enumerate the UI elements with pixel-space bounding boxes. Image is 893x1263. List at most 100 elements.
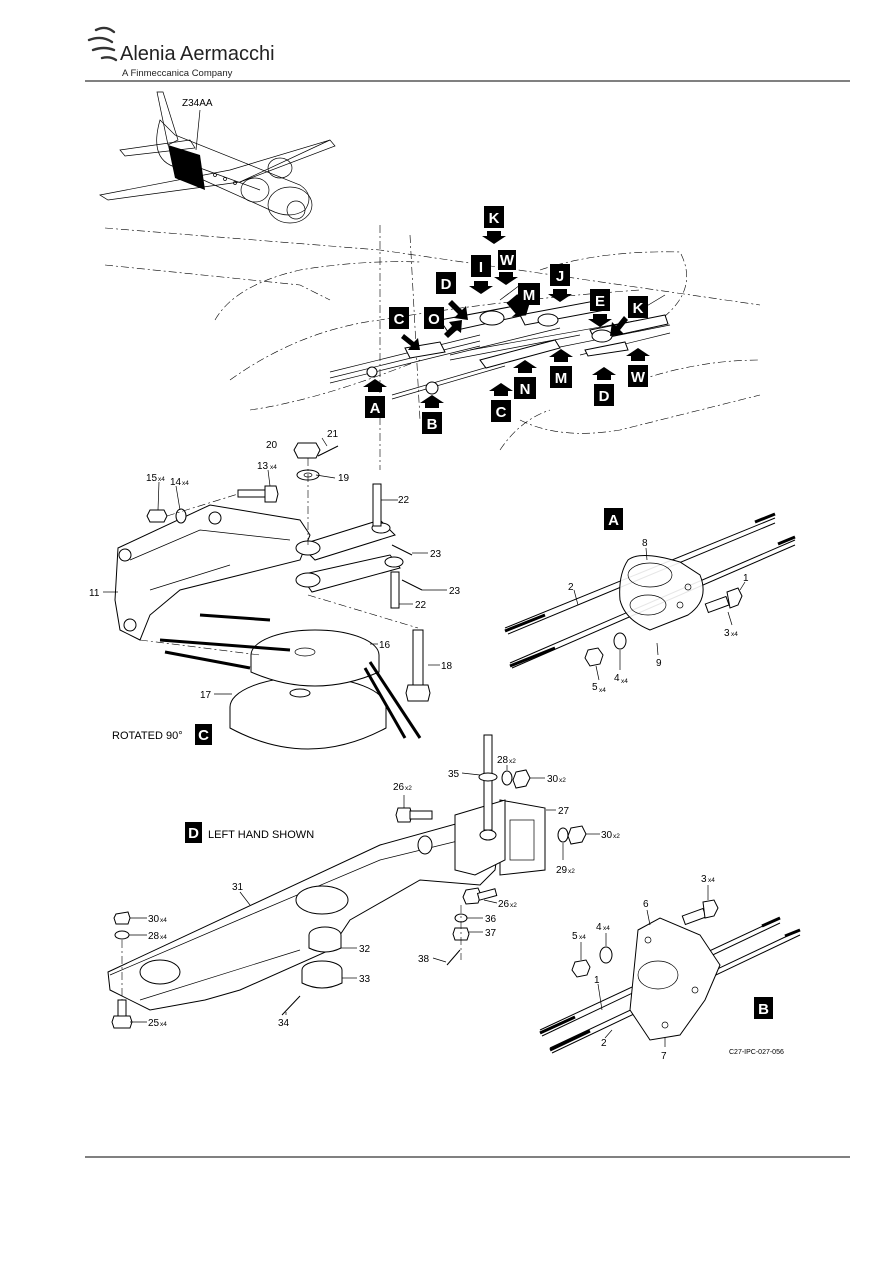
label-a-5: 5: [592, 682, 598, 693]
svg-text:x2: x2: [559, 777, 566, 784]
svg-text:O: O: [428, 311, 440, 328]
callout-k-right: K: [610, 296, 648, 336]
view-b: B 3 x4 6: [539, 874, 801, 1062]
svg-text:x2: x2: [568, 868, 575, 875]
view-a: A 8 2: [504, 508, 796, 694]
label-d-27: 27: [558, 806, 570, 817]
label-c-20: 20: [266, 440, 278, 451]
svg-text:K: K: [633, 300, 644, 317]
label-c-17: 17: [200, 690, 212, 701]
view-d-letter: D: [188, 825, 199, 842]
svg-text:x2: x2: [510, 902, 517, 909]
callout-b-main: B: [420, 395, 444, 434]
label-d-26b: 26: [498, 899, 510, 910]
svg-text:M: M: [523, 287, 536, 304]
svg-text:E: E: [595, 293, 605, 310]
installation-view: K W I J D: [0, 0, 761, 470]
svg-text:x4: x4: [731, 631, 738, 638]
view-b-letter: B: [758, 1001, 769, 1018]
label-c-15: 15: [146, 473, 158, 484]
label-c-11: 11: [89, 588, 100, 599]
label-d-26a: 26: [393, 782, 405, 793]
svg-text:x4: x4: [603, 925, 610, 932]
view-d-caption: LEFT HAND SHOWN: [208, 829, 314, 841]
svg-text:I: I: [479, 259, 483, 276]
label-d-32: 32: [359, 944, 371, 955]
callout-c-top: C: [389, 307, 420, 350]
callout-m-low: M: [0, 0, 13, 4]
callout-markers: K W I J D: [0, 0, 650, 434]
zone-label: Z34AA: [182, 98, 213, 109]
label-a-8: 8: [642, 538, 648, 549]
callout-m-top: M: [506, 283, 540, 318]
svg-text:C: C: [496, 404, 507, 421]
view-c-caption: ROTATED 90°: [112, 730, 183, 742]
view-d: D LEFT HAND SHOWN: [107, 734, 620, 1029]
callout-w-top: W: [494, 250, 518, 285]
callout-e: E: [588, 289, 612, 327]
label-d-30c: 30: [148, 914, 160, 925]
label-d-29: 29: [556, 865, 568, 876]
company-subtitle: A Finmeccanica Company: [122, 68, 233, 79]
svg-text:x4: x4: [182, 480, 189, 487]
label-d-38: 38: [418, 954, 430, 965]
label-d-36: 36: [485, 914, 497, 925]
label-b-5: 5: [572, 931, 578, 942]
svg-text:W: W: [631, 369, 646, 386]
svg-text:W: W: [500, 252, 515, 269]
label-d-31: 31: [232, 882, 244, 893]
view-c-letter: C: [198, 727, 209, 744]
logo-swoosh-icon: [87, 26, 118, 62]
callout-c-main: C: [489, 383, 513, 422]
label-c-14: 14: [170, 477, 182, 488]
aircraft-overview: Z34AA: [99, 91, 336, 224]
svg-text:x4: x4: [579, 934, 586, 941]
svg-text:C: C: [394, 311, 405, 328]
label-c-22b: 22: [415, 600, 427, 611]
callout-m-mid: M: [549, 349, 573, 388]
label-a-1: 1: [743, 573, 749, 584]
svg-text:x4: x4: [708, 877, 715, 884]
callout-a-main: A: [363, 379, 387, 418]
view-c: 20 21 13 x4 19 15 x4 14 x4 22 23 11 23 2…: [89, 429, 461, 750]
label-c-19: 19: [338, 473, 350, 484]
label-c-23a: 23: [430, 549, 442, 560]
svg-text:x2: x2: [509, 758, 516, 765]
svg-text:x4: x4: [270, 464, 277, 471]
label-c-22a: 22: [398, 495, 410, 506]
svg-text:x4: x4: [160, 1021, 167, 1028]
callout-d-main: D: [592, 367, 616, 406]
label-d-30a: 30: [547, 774, 559, 785]
label-a-4: 4: [614, 673, 620, 684]
label-c-23b: 23: [449, 586, 461, 597]
callout-j: J: [548, 264, 572, 302]
label-c-18: 18: [441, 661, 453, 672]
company-logo: Alenia Aermacchi A Finmeccanica Company: [87, 26, 275, 79]
svg-text:B: B: [427, 416, 438, 433]
label-a-3: 3: [724, 628, 730, 639]
callout-o: O: [424, 307, 462, 338]
callout-d-top: D: [436, 272, 468, 320]
label-c-16: 16: [379, 640, 391, 651]
svg-text:x2: x2: [613, 833, 620, 840]
label-d-28a: 28: [497, 755, 509, 766]
label-d-25: 25: [148, 1018, 160, 1029]
company-name: Alenia Aermacchi: [120, 43, 275, 65]
callout-k-top: K: [482, 206, 506, 244]
label-b-1: 1: [594, 975, 600, 986]
label-b-3: 3: [701, 874, 707, 885]
label-d-33: 33: [359, 974, 371, 985]
svg-text:x2: x2: [405, 785, 412, 792]
callout-n: N: [513, 360, 537, 399]
svg-text:x4: x4: [621, 678, 628, 685]
label-b-7: 7: [661, 1051, 667, 1062]
svg-text:N: N: [520, 381, 531, 398]
svg-text:K: K: [489, 210, 500, 227]
label-d-34: 34: [278, 1018, 290, 1029]
svg-text:x4: x4: [160, 917, 167, 924]
label-b-6: 6: [643, 899, 649, 910]
label-d-37: 37: [485, 928, 497, 939]
svg-text:D: D: [599, 388, 610, 405]
svg-text:D: D: [441, 276, 452, 293]
